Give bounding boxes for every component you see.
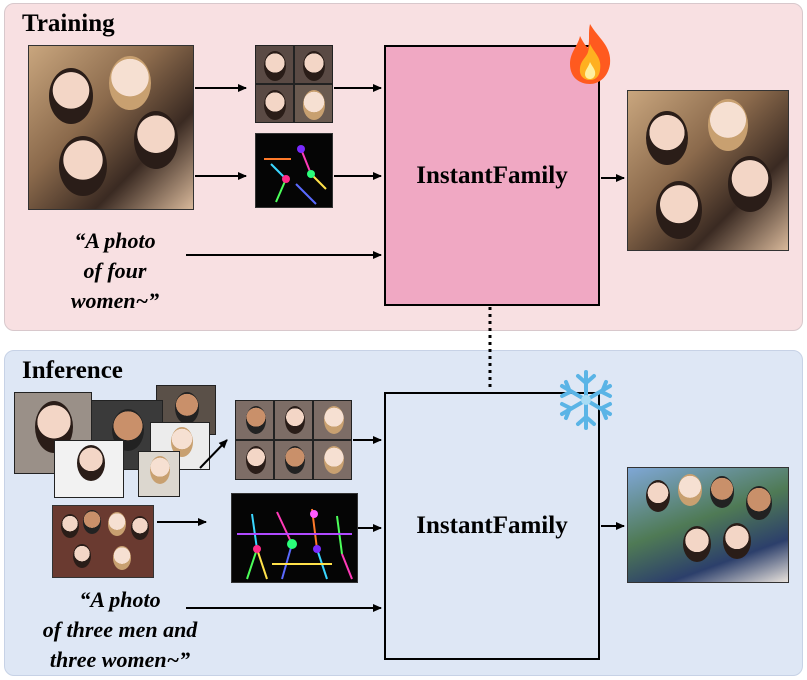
training-face-crops (255, 45, 333, 123)
inference-output-photo (627, 467, 789, 583)
inference-title: Inference (22, 357, 123, 384)
training-output-photo (627, 90, 789, 251)
training-pose-map (255, 133, 333, 208)
training-prompt-line-2: of four (83, 258, 147, 283)
training-prompt: “A photo of four women~” (50, 226, 180, 316)
training-model-box: InstantFamily (384, 45, 600, 306)
training-title: Training (22, 10, 115, 37)
fire-icon (570, 24, 611, 84)
training-prompt-line-1: “A photo (74, 228, 156, 253)
inference-prompt-line-1: “A photo (79, 587, 161, 612)
inference-model-box: InstantFamily (384, 392, 600, 660)
inference-identity-collage (14, 385, 219, 500)
inference-pose-map (231, 493, 358, 583)
inference-prompt: “A photo of three men and three women~” (20, 585, 220, 675)
inference-face-crops (235, 400, 352, 480)
inference-group-photo (52, 505, 154, 578)
inference-prompt-line-2: of three men and (42, 617, 198, 642)
snowflake-icon (560, 370, 612, 430)
training-prompt-line-3: women~” (70, 288, 160, 313)
training-group-photo (28, 45, 194, 210)
inference-prompt-line-3: three women~” (49, 647, 191, 672)
